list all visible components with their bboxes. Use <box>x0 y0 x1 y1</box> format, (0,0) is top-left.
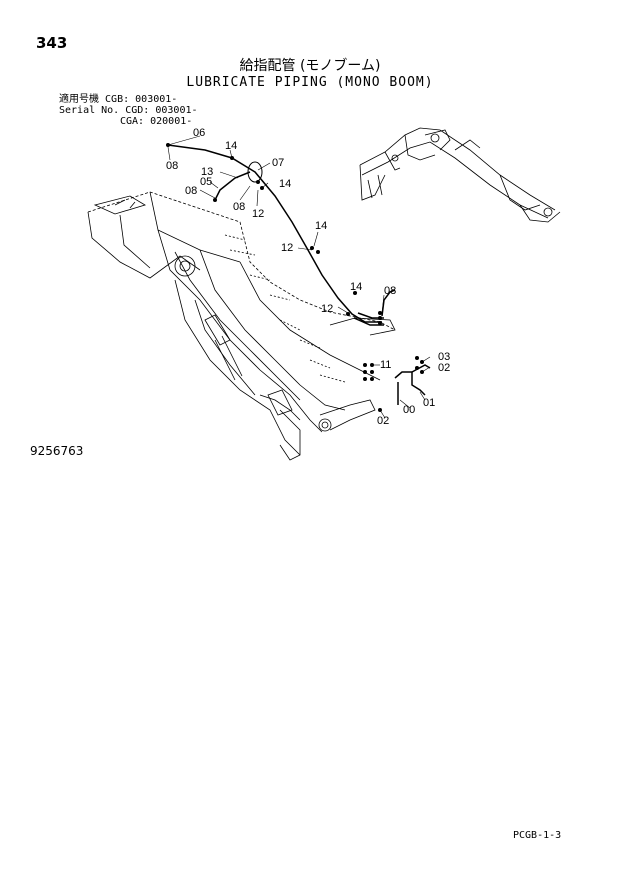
applicability-label: Serial No. <box>59 105 120 116</box>
callout-14: 14 <box>315 220 327 232</box>
callout-00: 00 <box>403 404 415 416</box>
callout-12: 12 <box>252 208 264 220</box>
callout-08: 08 <box>166 160 178 172</box>
lubricate-hose <box>167 144 431 405</box>
applicability-serial: 020001- <box>150 116 193 127</box>
callout-08: 08 <box>384 285 396 297</box>
callout-11: 11 <box>380 359 391 371</box>
callout-06: 06 <box>193 127 205 139</box>
callout-12: 12 <box>321 303 333 315</box>
callout-02: 02 <box>377 415 389 427</box>
applicability-row: 適用号機 CGB: 003001- <box>59 94 177 105</box>
applicability-row: Serial No. CGD: 003001- <box>59 105 198 116</box>
callout-13: 13 <box>201 166 213 178</box>
applicability-model: CGA: <box>120 116 145 127</box>
applicability-row: CGA: 020001- <box>120 116 192 127</box>
leader-lines <box>167 135 431 419</box>
callout-05: 05 <box>200 176 212 188</box>
callout-14: 14 <box>225 140 237 152</box>
applicability-model: CGD: <box>125 105 150 116</box>
callout-01: 01 <box>423 397 435 409</box>
title-japanese: 給指配管 (モノブーム) <box>239 58 381 74</box>
callout-14: 14 <box>350 281 362 293</box>
title-english: LUBRICATE PIPING (MONO BOOM) <box>186 75 434 90</box>
callout-03: 03 <box>438 351 450 363</box>
boom-drawing <box>87 191 396 461</box>
callout-02: 02 <box>438 362 450 374</box>
page-number: 343 <box>36 34 68 52</box>
callout-07: 07 <box>272 157 284 169</box>
callouts: 06 14 07 13 08 14 05 08 08 12 14 12 14 0… <box>166 127 450 427</box>
applicability-serial: 003001- <box>135 94 178 105</box>
footer-code: PCGB-1-3 <box>513 830 562 841</box>
applicability-label: 適用号機 <box>59 94 99 105</box>
callout-08: 08 <box>233 201 245 213</box>
inset-boom-view <box>359 127 561 223</box>
callout-12: 12 <box>281 242 293 254</box>
callout-14: 14 <box>279 178 291 190</box>
applicability-serial: 003001- <box>155 105 198 116</box>
hose-clamp-ring <box>247 161 263 183</box>
drawing-number: 9256763 <box>30 444 84 458</box>
applicability-model: CGB: <box>105 94 130 105</box>
callout-08: 08 <box>185 185 197 197</box>
